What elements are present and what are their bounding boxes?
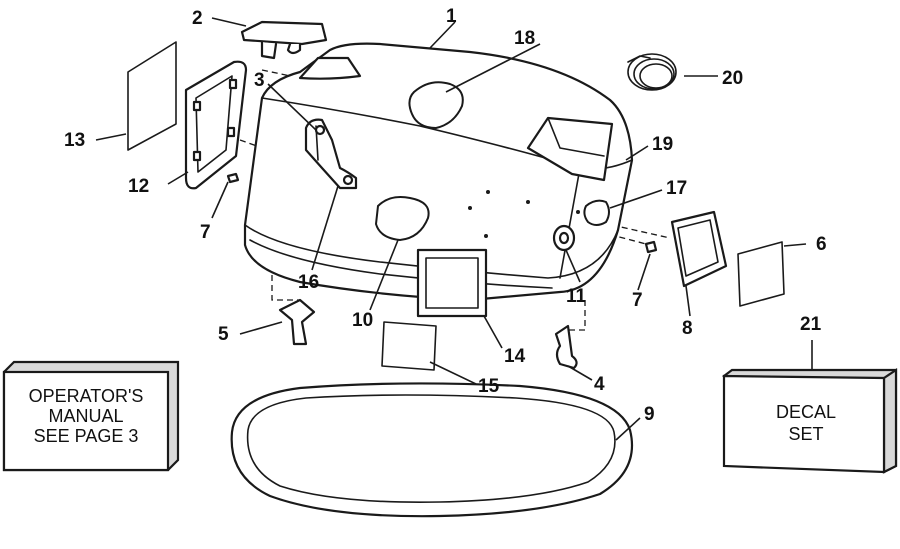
- callout-1: 1: [446, 6, 457, 27]
- callout-14: 14: [504, 346, 526, 367]
- callout-5: 5: [218, 324, 229, 345]
- callout-7a: 7: [200, 222, 211, 243]
- hose-coil: [627, 53, 677, 91]
- bracket-right: [554, 324, 578, 370]
- callout-21: 21: [800, 314, 822, 335]
- top-cap: [240, 20, 328, 60]
- callout-4: 4: [594, 374, 605, 395]
- callout-7b: 7: [632, 290, 643, 311]
- callout-8: 8: [682, 318, 693, 339]
- grommet: [552, 224, 576, 252]
- bottom-seal: [230, 382, 634, 518]
- decal-line-2: SET: [788, 424, 823, 444]
- decal-left: [127, 41, 177, 151]
- leader-lines: [95, 17, 813, 441]
- callout-9: 9: [644, 404, 655, 425]
- callout-19: 19: [652, 134, 673, 155]
- decal-right: [737, 241, 785, 307]
- callout-12: 12: [128, 176, 149, 197]
- callout-13: 13: [64, 130, 85, 151]
- callout-2: 2: [192, 8, 203, 29]
- front-panel: [416, 248, 488, 318]
- manual-line-3: SEE PAGE 3: [34, 426, 139, 446]
- decal-front: [381, 321, 437, 371]
- callout-6: 6: [816, 234, 827, 255]
- callout-18: 18: [514, 28, 535, 49]
- side-panel-right: [670, 210, 728, 288]
- manual-line-1: OPERATOR'S: [29, 386, 144, 406]
- callout-20: 20: [722, 68, 743, 89]
- decal-line-1: DECAL: [776, 402, 836, 422]
- callout-10: 10: [352, 310, 373, 331]
- decal-set-box: DECAL SET: [722, 367, 898, 474]
- callout-16: 16: [298, 272, 319, 293]
- callout-labels: 1 2 3 18 20 13 12 7 19 17 6 11 7 8 16 10…: [64, 6, 827, 425]
- bracket-left: [278, 298, 316, 346]
- latch-bracket: [304, 118, 358, 190]
- side-panel-left: [184, 60, 248, 190]
- screw-right: [644, 240, 658, 254]
- screw-left: [226, 172, 240, 184]
- callout-11: 11: [566, 286, 587, 307]
- operators-manual-box: OPERATOR'S MANUAL SEE PAGE 3: [2, 360, 180, 472]
- foam-pads: [374, 81, 610, 242]
- callout-17: 17: [666, 178, 687, 199]
- callout-3: 3: [254, 70, 265, 91]
- manual-line-2: MANUAL: [48, 406, 123, 426]
- callout-15: 15: [478, 376, 500, 397]
